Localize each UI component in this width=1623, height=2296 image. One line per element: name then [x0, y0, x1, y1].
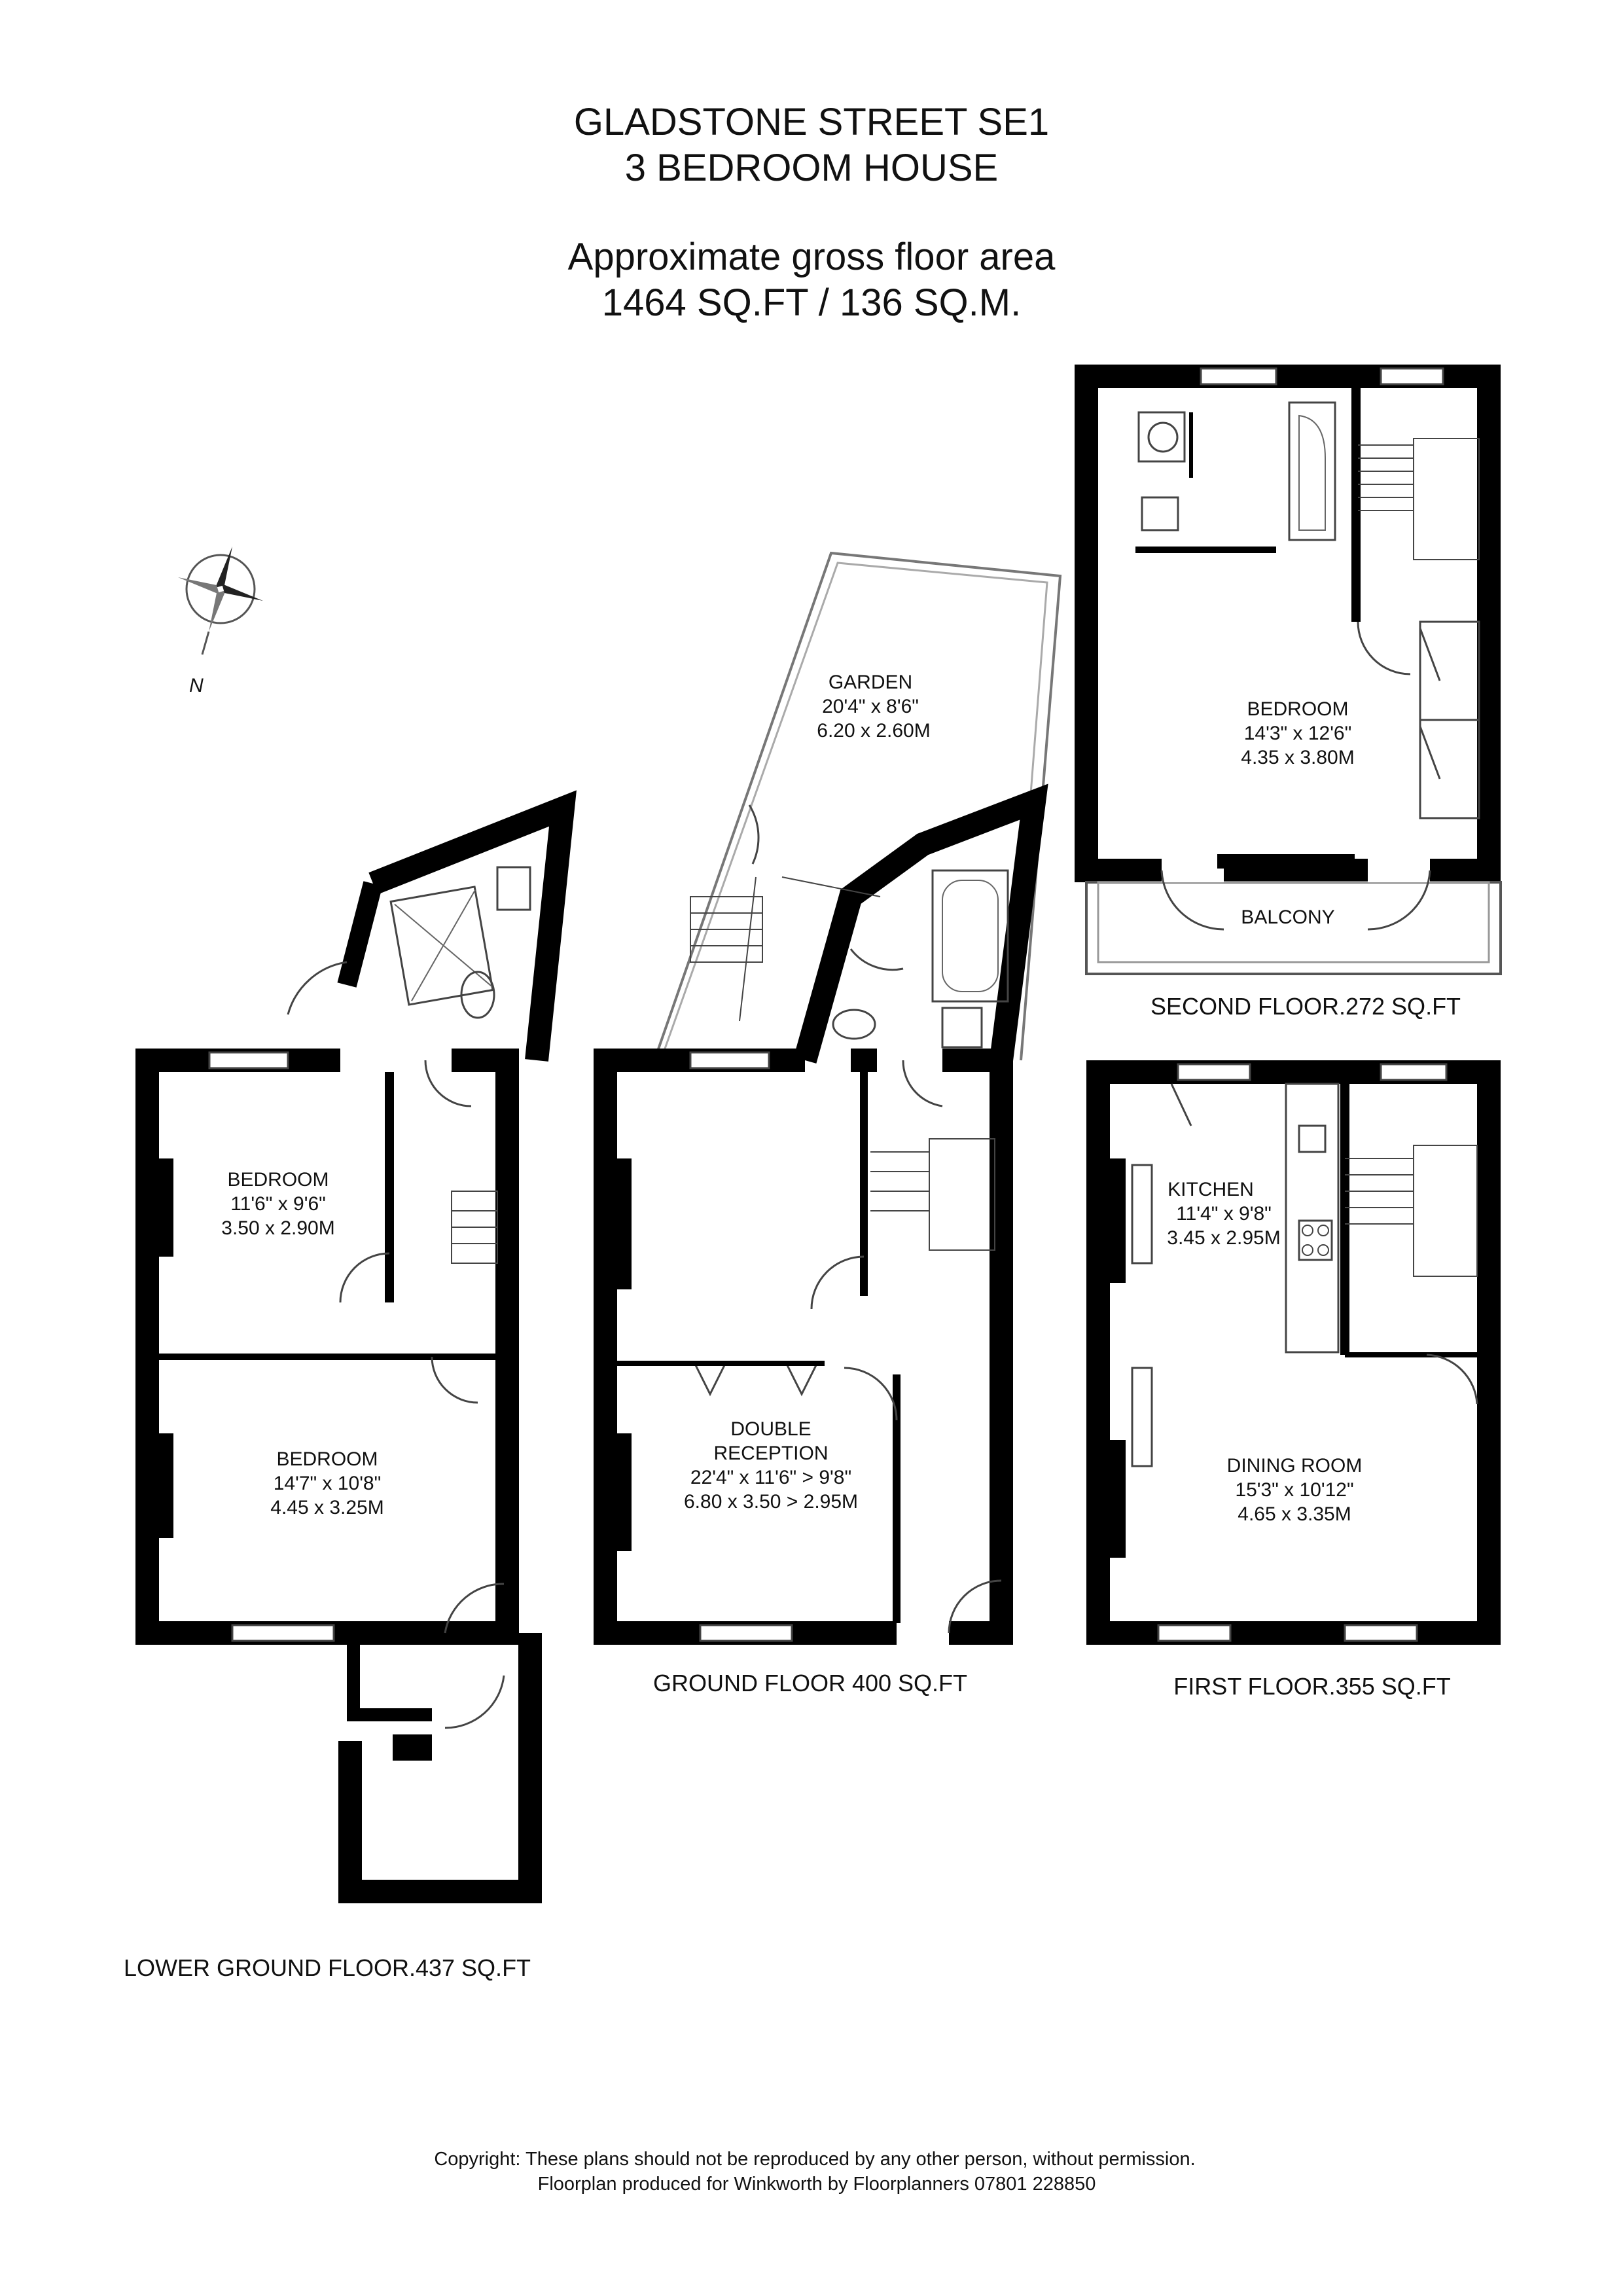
- property-type: 3 BEDROOM HOUSE: [624, 147, 999, 189]
- room-metric: 4.35 x 3.80M: [1241, 747, 1355, 768]
- room-name: DINING ROOM: [1226, 1455, 1363, 1477]
- room-label-balcony: BALCONY: [1241, 906, 1335, 928]
- room-imperial: 14'7" x 10'8": [273, 1473, 382, 1494]
- producer-line: Floorplan produced for Winkworth by Floo…: [537, 2174, 1096, 2195]
- area-value: 1464 SQ.FT / 136 SQ.M.: [601, 281, 1022, 324]
- room-name: BEDROOM: [276, 1448, 378, 1470]
- room-imperial: 20'4" x 8'6": [822, 696, 919, 717]
- area-label: Approximate gross floor area: [567, 236, 1056, 278]
- room-name: KITCHEN: [1168, 1179, 1254, 1200]
- second-floor-plan: [1075, 365, 1502, 975]
- property-address: GLADSTONE STREET SE1: [573, 101, 1050, 143]
- room-metric: 4.45 x 3.25M: [270, 1497, 384, 1518]
- room-name: GARDEN: [828, 672, 913, 693]
- room-metric: 6.20 x 2.60M: [817, 720, 931, 742]
- compass-icon: [178, 547, 263, 655]
- floor-caption-second: SECOND FLOOR.272 SQ.FT: [1150, 993, 1461, 1020]
- room-name-2: RECEPTION: [713, 1443, 829, 1464]
- room-imperial: 22'4" x 11'6" > 9'8": [690, 1467, 852, 1488]
- room-imperial: 15'3" x 10'12": [1235, 1479, 1354, 1501]
- room-imperial: 11'6" x 9'6": [230, 1193, 326, 1215]
- room-metric: 6.80 x 3.50 > 2.95M: [683, 1491, 859, 1513]
- copyright-line: Copyright: These plans should not be rep…: [434, 2149, 1196, 2170]
- lower-ground-floor-plan: [135, 790, 577, 1903]
- room-metric: 3.45 x 2.95M: [1167, 1227, 1281, 1249]
- room-metric: 4.65 x 3.35M: [1238, 1503, 1351, 1525]
- room-name: DOUBLE: [730, 1418, 812, 1440]
- first-floor-plan: [1086, 1060, 1501, 1645]
- floor-caption-ground: GROUND FLOOR 400 SQ.FT: [652, 1670, 968, 1696]
- ground-floor-plan: [594, 551, 1062, 1645]
- room-name: BEDROOM: [1247, 698, 1349, 720]
- room-imperial: 14'3" x 12'6": [1243, 723, 1352, 744]
- room-name: BEDROOM: [227, 1169, 329, 1191]
- compass-north-label: N: [189, 675, 204, 696]
- floor-caption-lower-ground: LOWER GROUND FLOOR.437 SQ.FT: [123, 1954, 531, 1981]
- room-metric: 3.50 x 2.90M: [221, 1217, 335, 1239]
- room-imperial: 11'4" x 9'8": [1176, 1203, 1272, 1225]
- floor-caption-first: FIRST FLOOR.355 SQ.FT: [1173, 1673, 1451, 1700]
